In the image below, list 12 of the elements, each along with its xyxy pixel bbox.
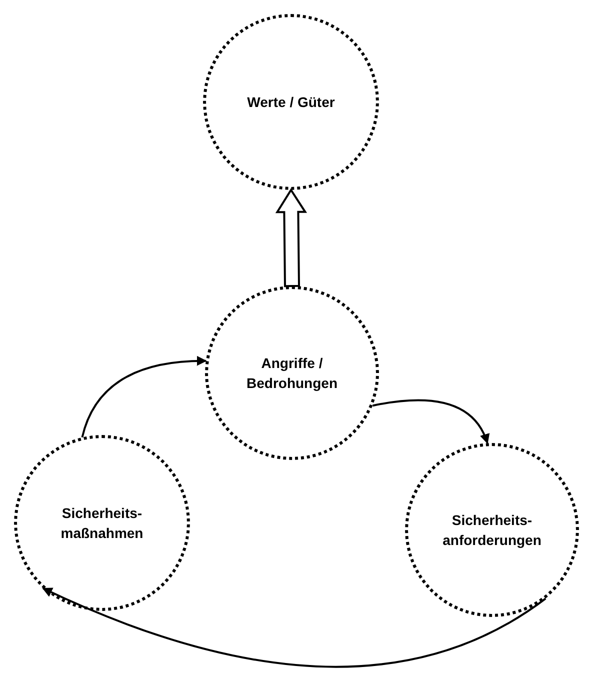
block-arrow	[275, 188, 308, 288]
dotted-circle	[405, 443, 579, 617]
node-label: Sicherheits-anforderungen	[442, 510, 542, 550]
dotted-circle	[205, 286, 379, 460]
node-label: Sicherheits-maßnahmen	[60, 504, 144, 543]
curved-arrow	[42, 587, 546, 668]
dotted-circle	[14, 435, 190, 611]
curved-arrow	[81, 356, 207, 438]
node-label: Angriffe / Bedrohungen	[246, 354, 338, 393]
curved-arrow	[372, 399, 489, 444]
dotted-circle	[203, 14, 379, 190]
node-label: Werte / Güter	[247, 92, 335, 112]
